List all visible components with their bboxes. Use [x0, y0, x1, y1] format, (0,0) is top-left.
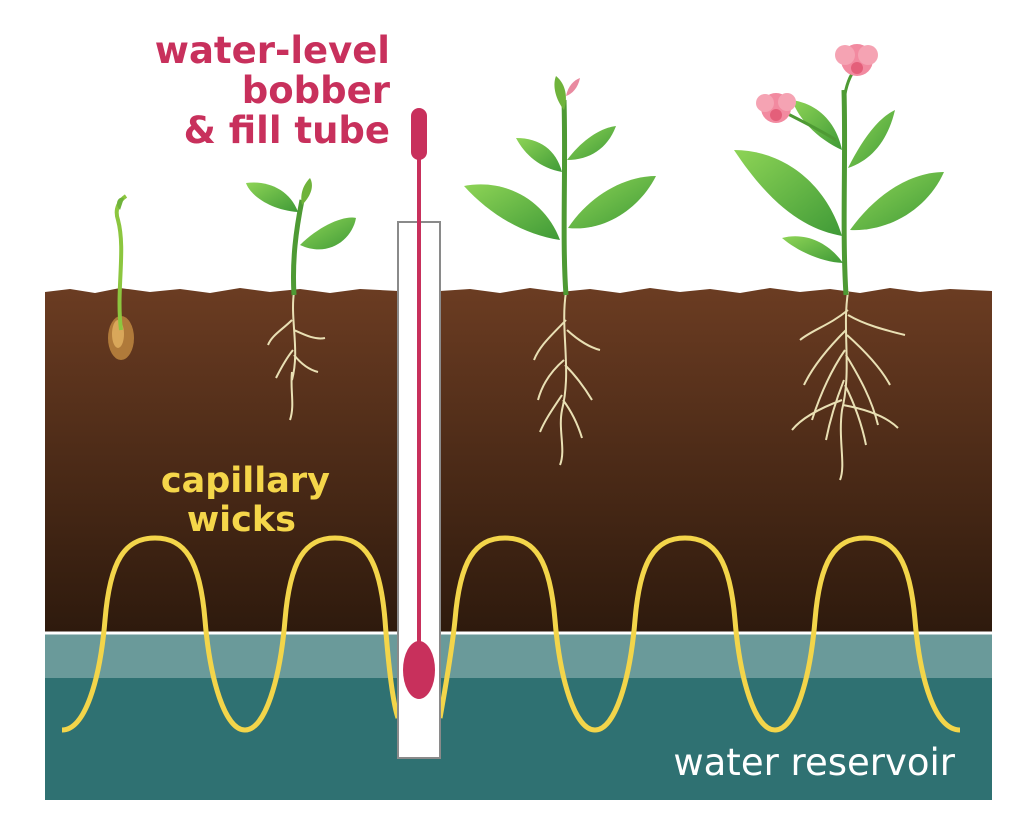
water-upper-band	[45, 634, 992, 678]
reservoir-label: water reservoir	[673, 741, 955, 784]
capillary-wick	[61, 535, 961, 733]
water-reservoir	[45, 678, 992, 800]
young-plant-icon	[464, 76, 656, 466]
bobber-icon	[403, 641, 435, 699]
bobber-label-line1: water-level	[155, 29, 390, 72]
bobber-label-line2: bobber	[242, 69, 391, 112]
bobber-cap	[411, 108, 427, 160]
seed-icon	[108, 194, 134, 360]
flower-icon	[756, 93, 796, 123]
flower-icon	[835, 44, 878, 76]
wicks-label-line2: wicks	[187, 500, 296, 540]
wicks-label-line1: capillary	[161, 461, 330, 501]
flowering-plant-icon	[734, 44, 944, 481]
bobber-label-line3: & fill tube	[184, 109, 390, 152]
seedling-icon	[246, 178, 356, 421]
soil	[45, 288, 992, 632]
